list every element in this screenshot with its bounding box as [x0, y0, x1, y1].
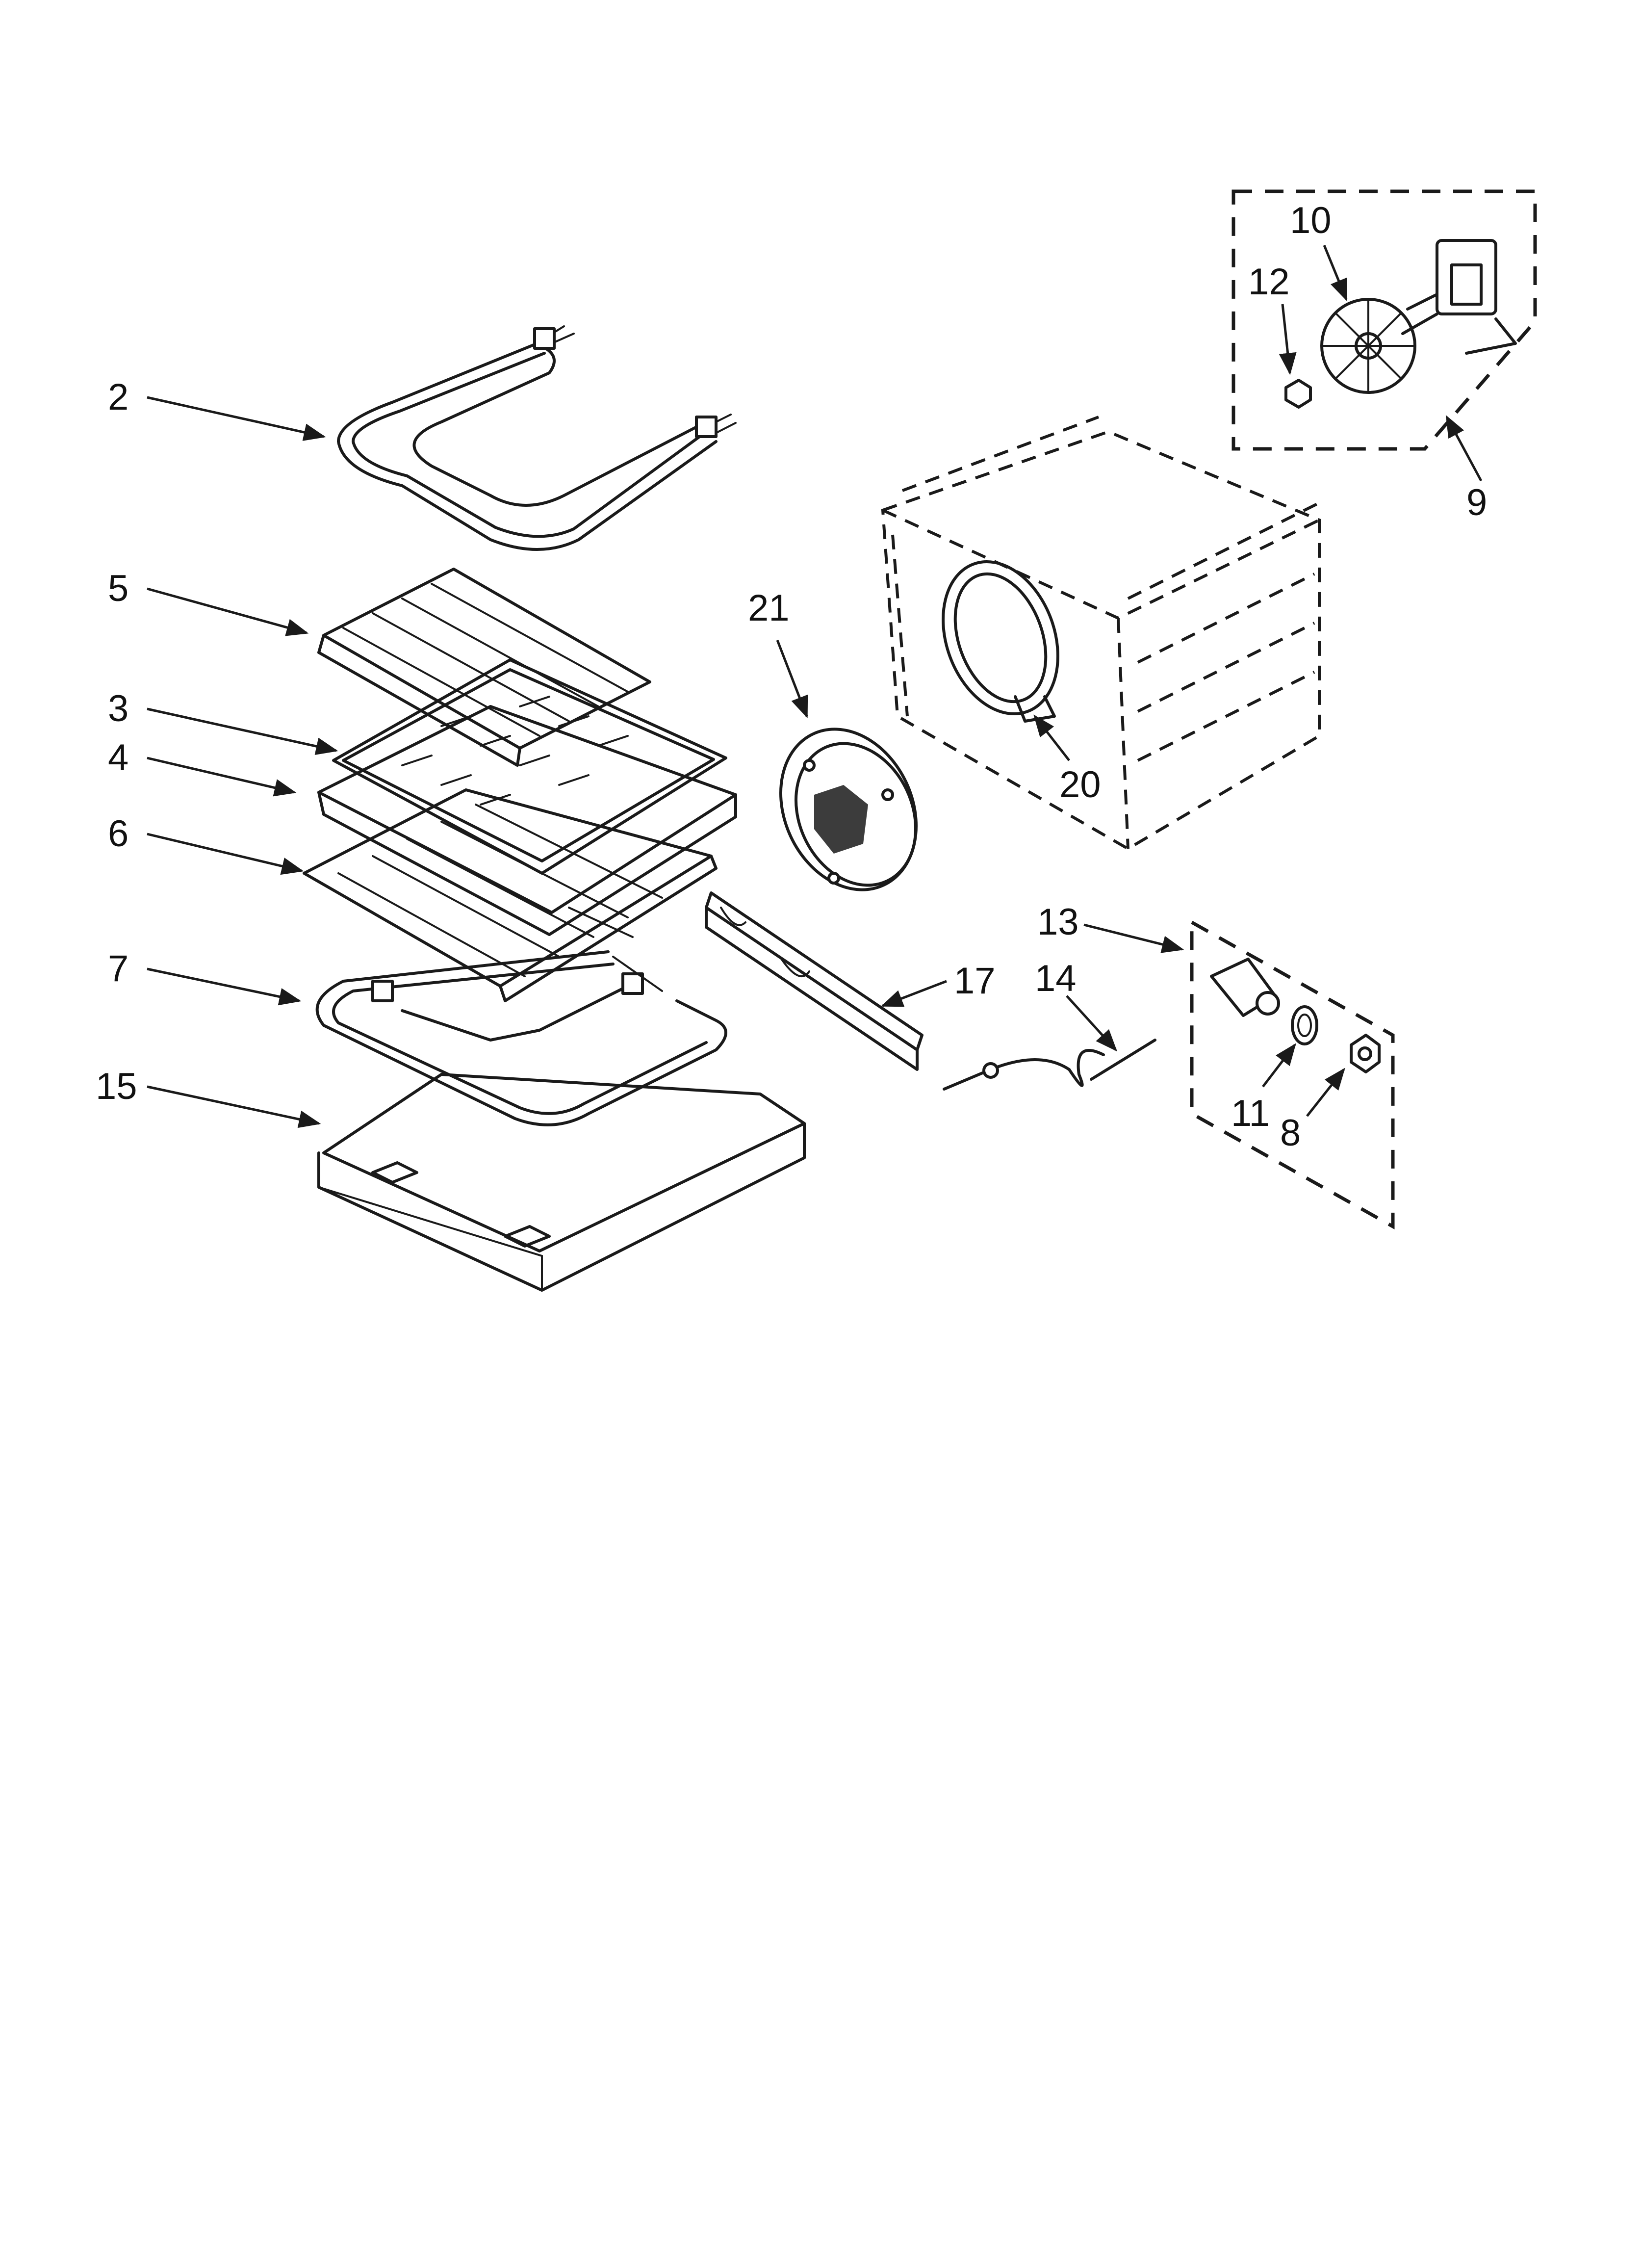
callout-7: 7: [108, 948, 128, 990]
probe-jack-group: [1190, 919, 1395, 1229]
callout-9: 9: [1466, 482, 1487, 523]
broil-element: [337, 325, 737, 551]
callout-21: 21: [748, 587, 790, 629]
callout-2: 2: [108, 376, 128, 418]
broiler-pan: [317, 705, 737, 936]
probe-jack: [1210, 958, 1280, 1017]
callout-3: 3: [108, 688, 128, 730]
oven-rack-upper: [317, 568, 651, 767]
callout-13: 13: [1037, 901, 1079, 943]
fan-motor-assembly-group: [1232, 189, 1537, 451]
leader-lines: [147, 245, 1483, 1128]
callout-8: 8: [1280, 1112, 1301, 1154]
oven-cavity-reference: [881, 416, 1325, 851]
fan-motor: [1401, 239, 1517, 355]
callout-labels: 2 5 3 4 6 7 15 21 17 20 10 12 9 13 14 11…: [96, 200, 1487, 1154]
callout-20: 20: [1059, 764, 1101, 806]
bake-element: [315, 950, 727, 1126]
meat-probe: [943, 1039, 1156, 1091]
broiler-pan-insert: [332, 658, 727, 875]
callout-17: 17: [954, 960, 996, 1002]
hex-nut: [1350, 1034, 1381, 1073]
callout-14: 14: [1035, 958, 1077, 999]
callout-15: 15: [96, 1066, 137, 1107]
fan-nut: [1284, 379, 1312, 409]
oven-rack-lower: [303, 788, 718, 1002]
callout-11: 11: [1231, 1093, 1270, 1134]
callout-6: 6: [108, 813, 128, 855]
oven-bottom-panel: [317, 1073, 806, 1292]
mounting-bracket: [705, 891, 924, 1071]
callout-12: 12: [1248, 261, 1290, 303]
convection-element: [942, 560, 1059, 723]
callout-4: 4: [108, 737, 128, 779]
fan-blade: [1320, 298, 1416, 394]
callout-10: 10: [1290, 200, 1332, 241]
callout-5: 5: [108, 568, 128, 609]
convection-fan-cover: [779, 728, 918, 891]
lock-washer: [1291, 1005, 1318, 1045]
